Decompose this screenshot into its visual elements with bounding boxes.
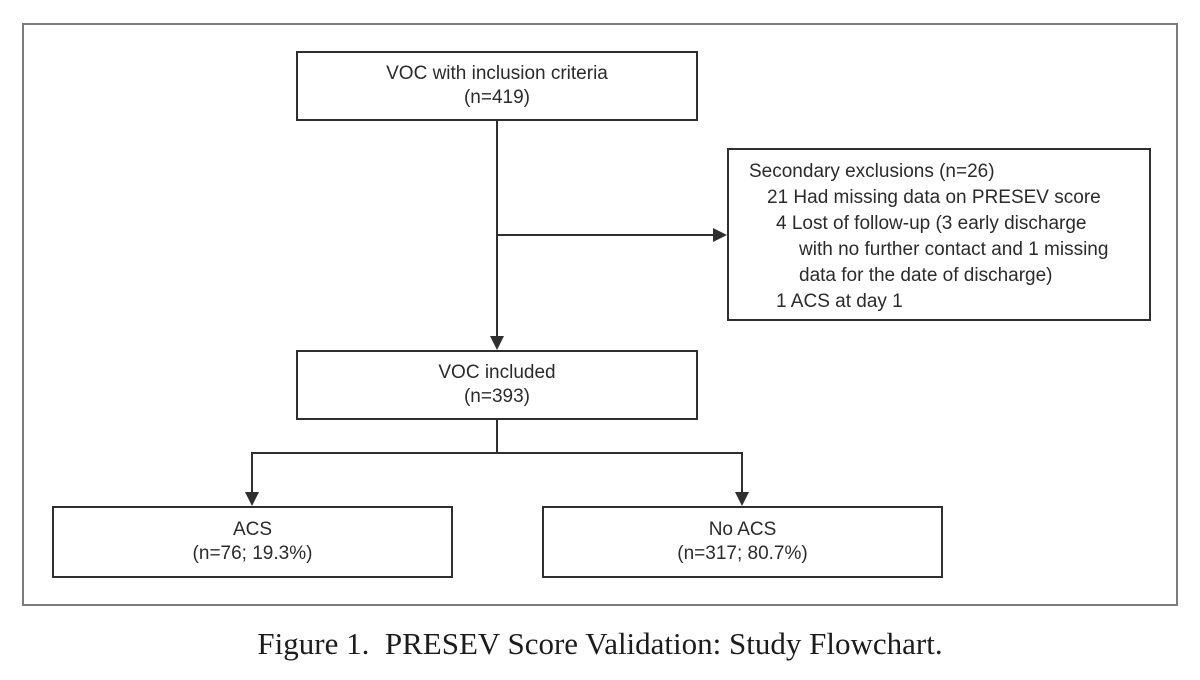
node-label: VOC with inclusion criteria [386,63,608,84]
arrowhead-down-included [490,336,504,350]
arrowhead-down-no-acs [735,492,749,506]
node-label: ACS [232,519,273,540]
exclusion-line: 4 Lost of follow-up (3 early discharge [776,213,1087,234]
arrowhead-right-exclusions [713,228,727,242]
exclusion-line: with no further contact and 1 missing [799,239,1109,260]
node-label: VOC included [438,362,556,383]
exclusion-line: data for the date of discharge) [799,265,1053,286]
exclusion-line: Secondary exclusions (n=26) [749,161,995,182]
arrowhead-down-acs [245,492,259,506]
node-count: (n=419) [463,87,531,108]
exclusion-line: 1 ACS at day 1 [776,291,903,312]
connector-top-to-included [496,121,498,337]
node-label: No ACS [708,519,777,540]
node-no-acs: No ACS (n=317; 80.7%) [542,506,943,578]
connector-to-exclusions [497,234,713,236]
connector-branch-to-acs [251,452,253,493]
connector-included-to-branch [496,420,498,454]
node-count: (n=76; 19.3%) [192,543,313,564]
connector-branch-horizontal [251,452,743,454]
node-acs: ACS (n=76; 19.3%) [52,506,453,578]
connector-branch-to-no-acs [741,452,743,493]
figure-caption: Figure 1. PRESEV Score Validation: Study… [257,626,943,661]
node-count: (n=393) [463,386,531,407]
exclusion-line: 21 Had missing data on PRESEV score [767,187,1101,208]
node-voc-included: VOC included (n=393) [296,350,698,420]
node-voc-inclusion: VOC with inclusion criteria (n=419) [296,51,698,121]
node-secondary-exclusions: Secondary exclusions (n=26) 21 Had missi… [727,148,1151,321]
node-count: (n=317; 80.7%) [677,543,808,564]
